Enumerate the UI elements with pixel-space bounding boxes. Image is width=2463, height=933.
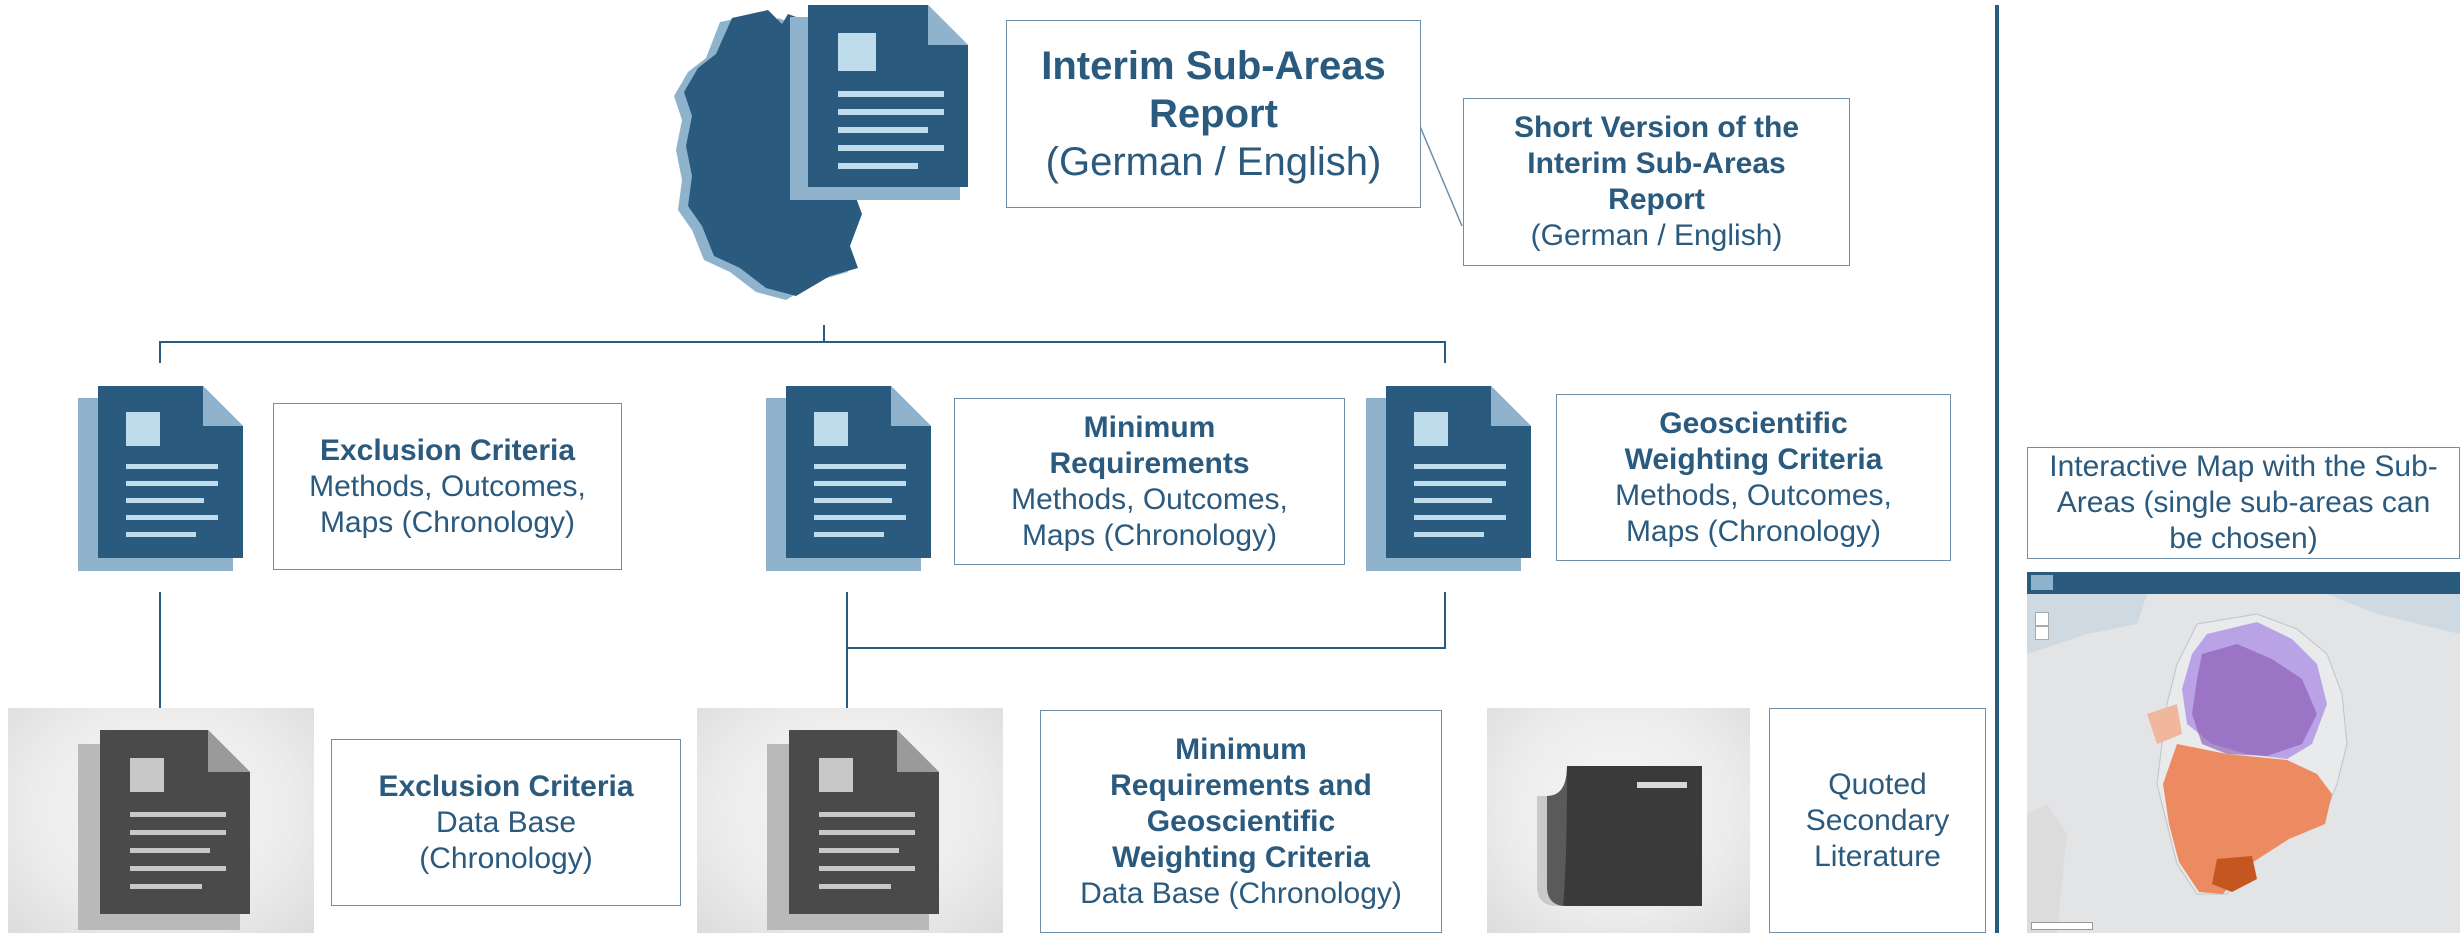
map-caption: Interactive Map with the Sub-Areas (sing… (2049, 450, 2438, 555)
map-header-bar (2027, 572, 2460, 594)
exclusion-database-box: Exclusion Criteria Data Base (Chronology… (331, 739, 681, 906)
short-version-title: Short Version of the Interim Sub-Areas R… (1513, 111, 1800, 216)
minimum-requirements-subtitle: Methods, Outcomes, Maps (Chronology) (1011, 482, 1288, 552)
minreq-database-image (697, 708, 1003, 933)
grey-document-icon (767, 730, 939, 930)
map-area (2027, 594, 2460, 933)
exclusion-criteria-document-icon (78, 386, 243, 571)
map-caption-box: Interactive Map with the Sub-Areas (sing… (2027, 447, 2460, 559)
exclusion-database-title: Exclusion Criteria (378, 769, 634, 803)
zoom-out-button[interactable] (2035, 626, 2049, 640)
exclusion-database-image (8, 708, 314, 933)
minreq-database-box: Minimum Requirements and Geoscientific W… (1040, 710, 1442, 933)
minimum-requirements-title: Minimum Requirements (1049, 410, 1250, 480)
exclusion-criteria-title: Exclusion Criteria (319, 433, 576, 467)
minreq-database-subtitle: Data Base (Chronology) (1080, 876, 1402, 910)
exclusion-criteria-box: Exclusion Criteria Methods, Outcomes, Ma… (273, 403, 622, 570)
connector-geoscientific-stem (1444, 592, 1446, 649)
connector-exclusion-database (159, 592, 161, 708)
main-report-box: Interim Sub-Areas Report (German / Engli… (1006, 20, 1421, 208)
connector-drop-geoscientific (1444, 341, 1446, 363)
geoscientific-weighting-title: Geoscientific Weighting Criteria (1624, 406, 1883, 476)
grey-document-icon (78, 730, 250, 930)
vertical-divider (1995, 5, 1999, 933)
short-version-box: Short Version of the Interim Sub-Areas R… (1463, 98, 1850, 266)
map-scale-bar (2031, 922, 2093, 930)
connector-top-stem (823, 325, 825, 342)
literature-box: Quoted Secondary Literature (1769, 708, 1986, 933)
main-report-document-icon (790, 5, 968, 200)
main-report-languages: (German / English) (1045, 140, 1382, 184)
zoom-in-button[interactable] (2035, 612, 2049, 626)
literature-image (1487, 708, 1750, 933)
literature-label: Quoted Secondary Literature (1805, 767, 1950, 873)
geoscientific-weighting-subtitle: Methods, Outcomes, Maps (Chronology) (1615, 478, 1892, 548)
main-report-title: Interim Sub-Areas Report (1041, 44, 1386, 136)
minimum-requirements-box: Minimum Requirements Methods, Outcomes, … (954, 398, 1345, 565)
interactive-map[interactable] (2027, 572, 2460, 933)
connector-top-horizontal (159, 341, 1446, 343)
minreq-database-title: Minimum Requirements and Geoscientific W… (1110, 732, 1372, 874)
minimum-requirements-document-icon (766, 386, 931, 571)
connector-merge-horizontal (846, 647, 1446, 649)
geoscientific-weighting-document-icon (1366, 386, 1531, 571)
connector-report-to-short-version (1413, 111, 1463, 227)
map-logo (2031, 575, 2053, 590)
newspaper-icon (1537, 766, 1702, 906)
exclusion-criteria-subtitle: Methods, Outcomes, Maps (Chronology) (309, 469, 586, 539)
exclusion-database-subtitle: Data Base (Chronology) (419, 805, 593, 875)
short-version-languages: (German / English) (1530, 219, 1783, 252)
geoscientific-weighting-box: Geoscientific Weighting Criteria Methods… (1556, 394, 1951, 561)
connector-minreq-stem (846, 592, 848, 708)
connector-drop-exclusion (159, 341, 161, 363)
